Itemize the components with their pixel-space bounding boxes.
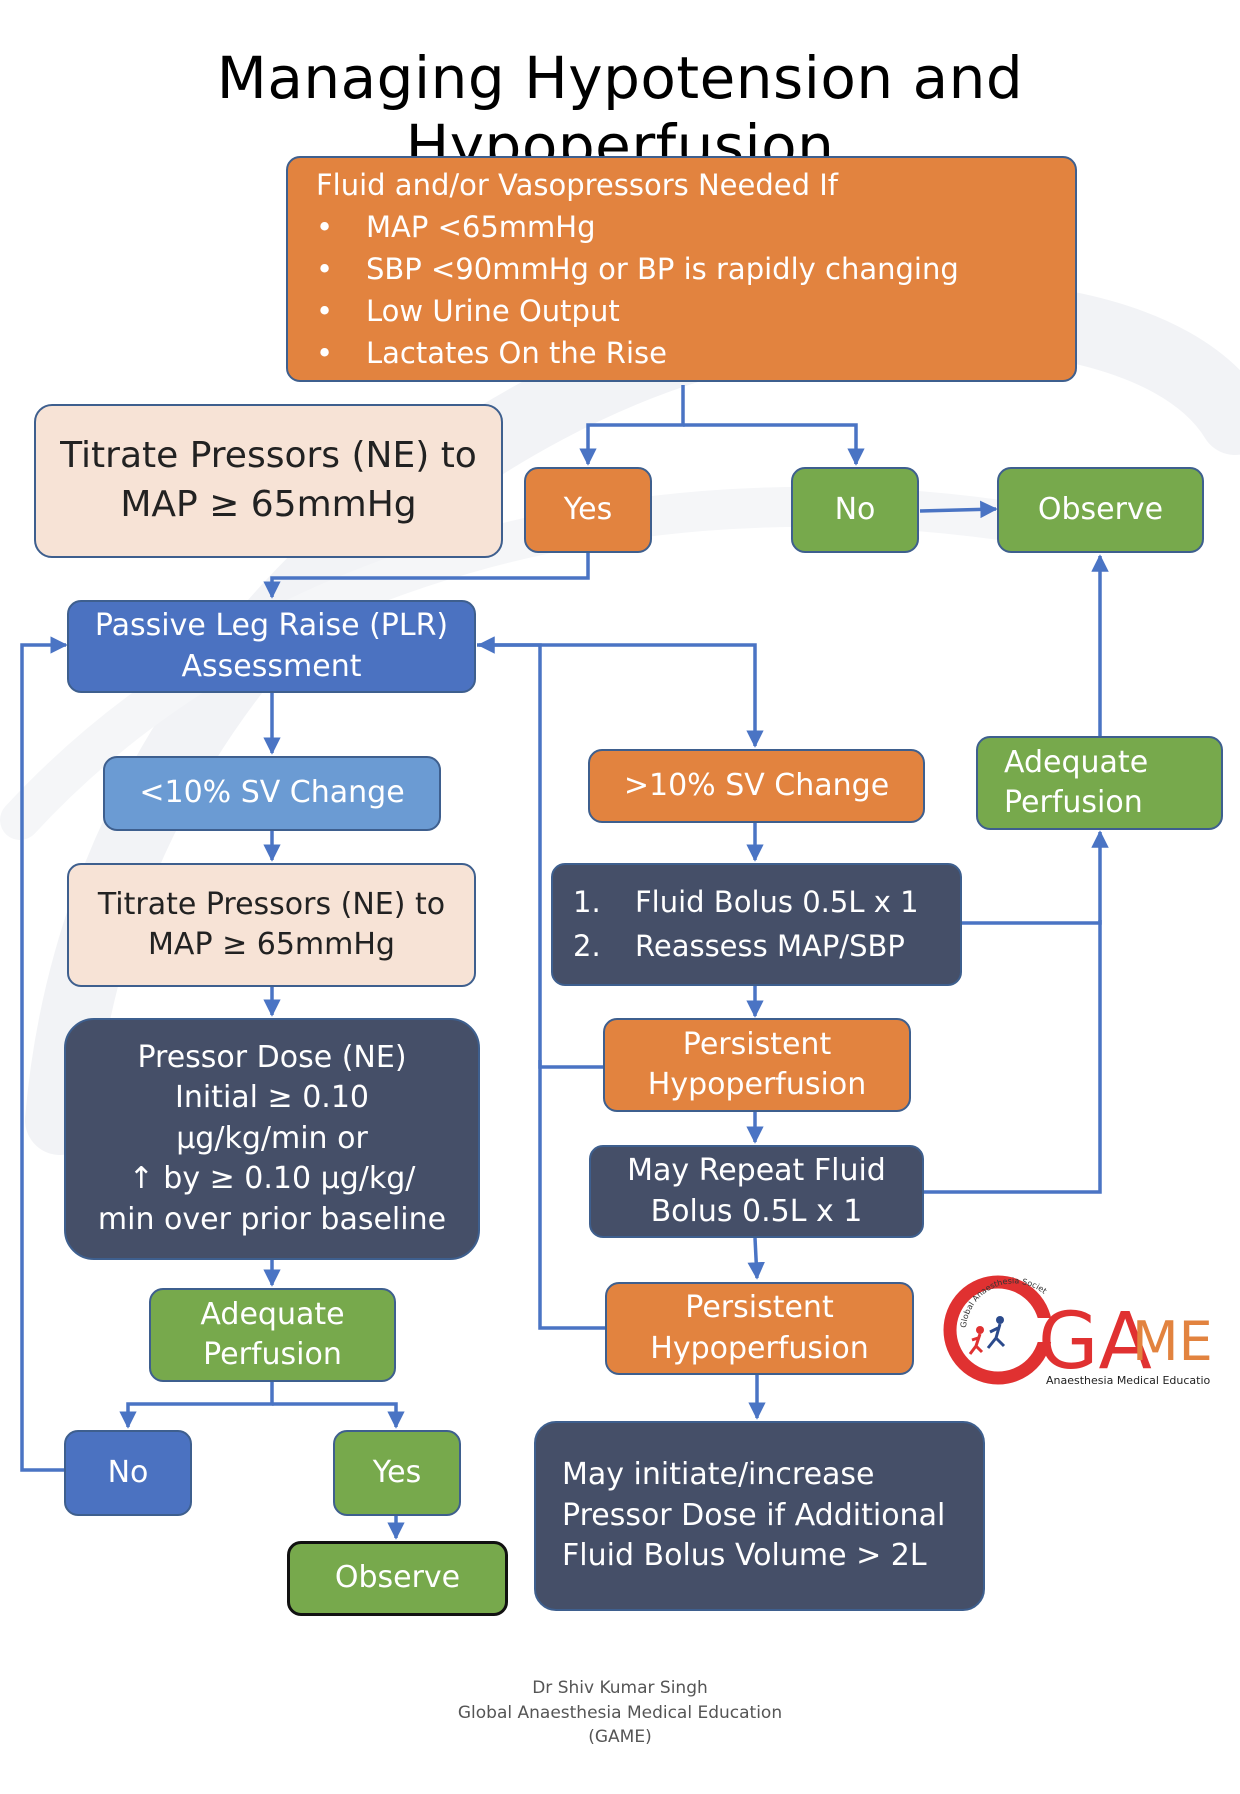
criteria-item: •SBP <90mmHg or BP is rapidly changing	[316, 248, 959, 290]
fluid-bolus-item: 2.Reassess MAP/SBP	[573, 928, 905, 963]
criteria-item: •Lactates On the Rise	[316, 332, 959, 374]
pressor-dose-box: Pressor Dose (NE) Initial ≥ 0.10 μg/kg/m…	[64, 1018, 480, 1260]
runners-icon	[968, 1316, 1006, 1355]
adequate-perfusion-left-box: Adequate Perfusion	[149, 1288, 396, 1382]
observe-left-box: Observe	[287, 1541, 508, 1616]
arrow-adequate-split	[119, 1382, 274, 1429]
arrow-plr-to-gt10	[477, 643, 764, 748]
yes-left-box: Yes	[333, 1430, 461, 1516]
adequate-perfusion-right-box: Adequate Perfusion	[976, 736, 1223, 830]
page-title: Managing Hypotension and Hypoperfusion	[216, 44, 1024, 180]
arrow-repeat-to-persistent	[747, 1237, 765, 1280]
arrow-criteria-to-yes	[579, 385, 685, 466]
repeat-fluid-bolus-box: May Repeat Fluid Bolus 0.5L x 1	[589, 1145, 924, 1238]
footer-acronym: (GAME)	[588, 1727, 652, 1748]
no-left-box: No	[64, 1430, 192, 1516]
criteria-box: Fluid and/or Vasopressors Needed If •MAP…	[286, 156, 1077, 382]
initiate-pressor-box: May initiate/increase Pressor Dose if Ad…	[534, 1421, 985, 1611]
yes-top-box: Yes	[524, 467, 652, 553]
gt10-sv-change-box: >10% SV Change	[588, 749, 925, 823]
arrow-repeat-to-adequate	[924, 920, 1102, 1194]
bullet-icon: •	[316, 210, 334, 245]
plr-assessment-box: Passive Leg Raise (PLR) Assessment	[67, 600, 476, 693]
lt10-sv-change-box: <10% SV Change	[103, 756, 441, 831]
fluid-bolus-box: 1.Fluid Bolus 0.5L x 1 2.Reassess MAP/SB…	[551, 863, 962, 986]
footer: Dr Shiv Kumar Singh Global Anaesthesia M…	[0, 1676, 1240, 1750]
bullet-icon: •	[316, 336, 334, 371]
titrate-pressors-top-box: Titrate Pressors (NE) to MAP ≥ 65mmHg	[34, 404, 503, 558]
game-logo: Global Anaesthesia Society GA ME Anaesth…	[936, 1268, 1210, 1387]
footer-author: Dr Shiv Kumar Singh	[532, 1678, 708, 1698]
arrow-no-loop-to-plr	[20, 636, 68, 1472]
logo-letters-ga: GA	[1038, 1297, 1152, 1387]
arrow-yes-to-plr	[263, 553, 590, 599]
logo-subtitle: Anaesthesia Medical Education	[1046, 1374, 1210, 1387]
titrate-pressors-left-box: Titrate Pressors (NE) to MAP ≥ 65mmHg	[67, 863, 476, 987]
persistent-hypoperfusion-box-2: Persistent Hypoperfusion	[605, 1282, 914, 1375]
criteria-item: •Low Urine Output	[316, 290, 959, 332]
criteria-item: •MAP <65mmHg	[316, 206, 959, 248]
bullet-icon: •	[316, 294, 334, 329]
no-top-box: No	[791, 467, 919, 553]
criteria-heading: Fluid and/or Vasopressors Needed If	[316, 168, 838, 202]
arrow-no-to-observe	[919, 500, 998, 519]
arrow-persistent-loop	[477, 636, 603, 1069]
persistent-hypoperfusion-box-1: Persistent Hypoperfusion	[603, 1018, 911, 1112]
footer-org: Global Anaesthesia Medical Education	[457, 1702, 783, 1723]
criteria-list: •MAP <65mmHg •SBP <90mmHg or BP is rapid…	[316, 206, 959, 374]
arrow-bolus-to-adequate	[962, 830, 1109, 925]
logo-letters-me: ME	[1132, 1310, 1210, 1373]
bullet-icon: •	[316, 252, 334, 287]
arrow-criteria-to-no	[683, 423, 858, 464]
fluid-bolus-item: 1.Fluid Bolus 0.5L x 1	[573, 885, 919, 919]
observe-top-box: Observe	[997, 467, 1204, 553]
